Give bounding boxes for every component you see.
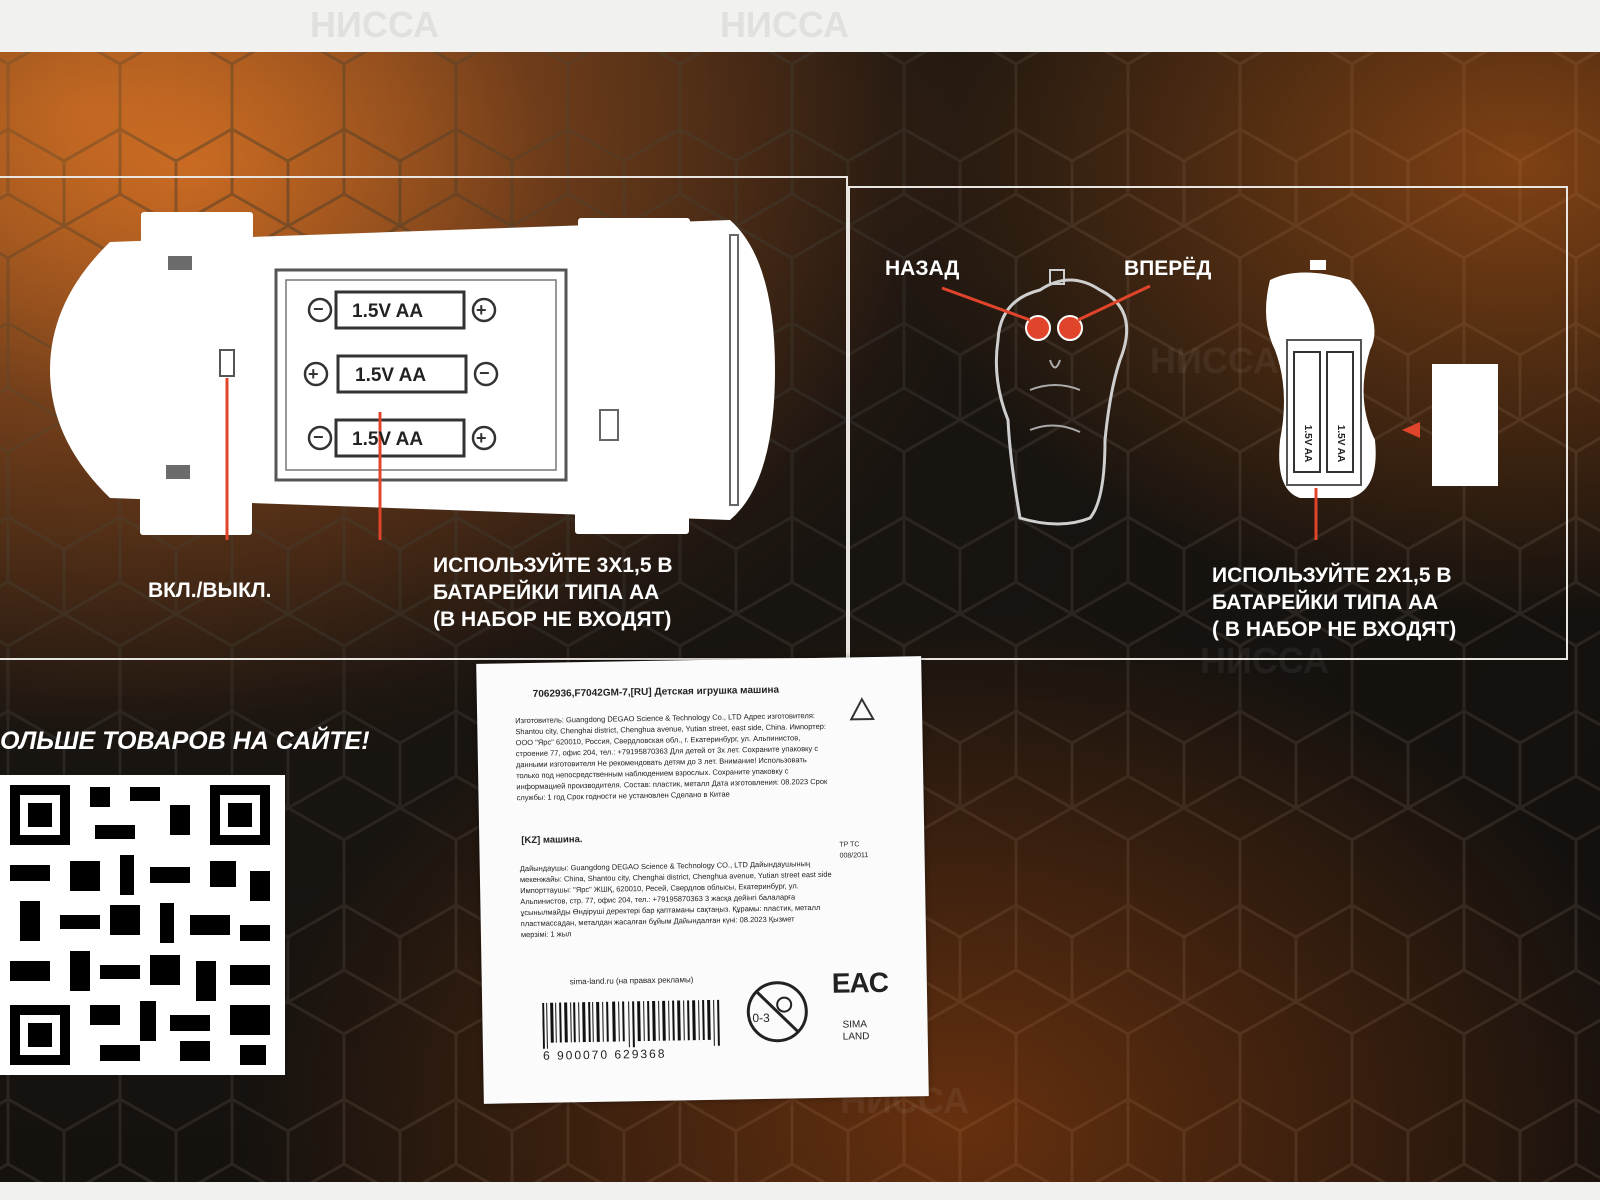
qr-code-pattern [10,785,270,1065]
age-mark: 0-3 [752,1010,770,1026]
eac-mark: EAC [831,966,889,999]
watermark: НИССА [720,4,849,45]
watermark: НИССА [1150,340,1279,381]
remote-battery-instructions: ИСПОЛЬЗУЙТЕ 2Х1,5 В БАТАРЕЙКИ ТИПА АА ( … [1212,564,1457,641]
svg-text:−: − [313,299,324,319]
watermark: НИССА [310,4,439,45]
svg-text:+: + [476,300,487,320]
battery-label: 1.5V AA [352,301,424,322]
remote-battery-label: 1.5V AA [1302,424,1314,463]
battery-label: 1.5V AA [352,429,424,450]
promo-text: ОЛЬШЕ ТОВАРОВ НА САЙТЕ! [0,727,370,755]
svg-text:+: + [308,364,319,384]
power-switch-label: ВКЛ./ВЫКЛ. [148,579,272,602]
remote-diagram [941,260,1498,540]
label-kz-text: Дайындаушы: Guangdong DEGAO Science & Te… [519,859,832,940]
back-button-label: НАЗАД [885,257,960,280]
svg-text:−: − [479,363,490,383]
remote-battery-label: 1.5V AA [1335,424,1347,463]
label-tr-ts: TP TC 008/2011 [839,841,869,860]
car-battery-panel [0,176,848,660]
battery-cell: + − [303,354,499,394]
battery-label: 1.5V AA [355,365,427,386]
label-site: sima-land.ru (на правах рекламы) [569,975,694,987]
car-diagram: − + + − − + [50,212,775,540]
forward-button-label: ВПЕРЁД [1124,257,1212,280]
label-kz-title: [KZ] машина. [521,834,583,847]
remote-battery-panel [848,186,1568,660]
brand-logo: SIMA LAND [842,1019,870,1043]
age-warning-icon [746,981,808,1043]
product-label-sticker: 7062936,F7042GM-7,[RU] Детская игрушка м… [476,656,929,1104]
qr-code[interactable] [0,775,285,1075]
barcode [542,999,720,1049]
battery-cell: − + [307,290,497,330]
svg-text:−: − [313,427,324,447]
label-ru-text: Изготовитель: Guangdong DEGAO Science & … [515,711,828,803]
battery-cell: − + [307,418,497,458]
watermark: НИССА [1200,640,1329,681]
label-title: 7062936,F7042GM-7,[RU] Детская игрушка м… [532,684,780,700]
svg-text:+: + [476,428,487,448]
barcode-number: 6 900070 629368 [542,1046,667,1063]
recycling-icon [849,697,875,721]
car-battery-instructions: ИСПОЛЬЗУЙТЕ 3Х1,5 В БАТАРЕЙКИ ТИПА АА (В… [433,554,673,631]
